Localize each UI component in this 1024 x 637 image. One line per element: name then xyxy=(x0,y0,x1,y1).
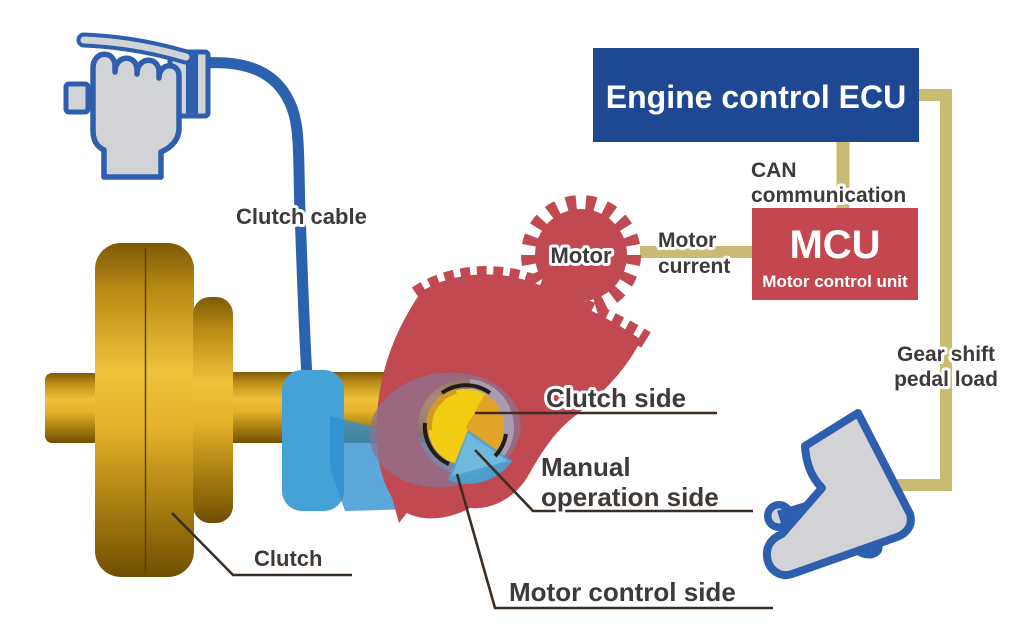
snap-ring-arc-right xyxy=(493,433,508,458)
clutch-side-label: Clutch side xyxy=(546,383,686,413)
clutch-cable-label: Clutch cable xyxy=(236,204,367,229)
boot xyxy=(762,409,915,579)
motor-current-label-2: current xyxy=(658,255,730,278)
hand-clutch-lever-icon xyxy=(63,32,211,180)
mcu-box: MCU Motor control unit xyxy=(752,208,918,300)
clutch-disc-large xyxy=(95,243,194,577)
gear-shift-pedal-icon xyxy=(762,409,915,579)
ecu-label: Engine control ECU xyxy=(606,79,906,115)
sector-gear-tail xyxy=(391,494,417,523)
mcu-title: MCU xyxy=(789,223,880,267)
hub-snap-ring xyxy=(422,383,508,466)
thumb-knob xyxy=(63,81,91,115)
leader-manual-side xyxy=(474,449,753,513)
mcu-rect xyxy=(752,208,918,300)
motor-gear xyxy=(521,195,641,315)
motor-label: Motor xyxy=(550,243,612,268)
manual-side-label-1: Manual xyxy=(541,452,631,482)
snap-ring-arc-top xyxy=(440,383,492,395)
handlebar-grip xyxy=(186,50,198,118)
clutch-label: Clutch xyxy=(254,546,322,571)
motor-current-label-1: Motor xyxy=(658,229,716,252)
ecu-box: Engine control ECU xyxy=(593,48,919,142)
gear-shift-load-label-1: Gear shift xyxy=(897,343,995,366)
clutch-cable-line xyxy=(197,57,313,382)
fist xyxy=(90,51,182,180)
clutch-lever-blade xyxy=(80,36,190,61)
clutch-disc-small xyxy=(193,297,233,523)
mcu-subtitle: Motor control unit xyxy=(762,272,908,291)
leader-motor-control-side xyxy=(455,473,773,610)
hub-gold-crescent xyxy=(425,388,457,431)
motor-gear-teeth xyxy=(521,195,641,315)
gear-shift-load-label-2: pedal load xyxy=(894,368,998,391)
ecu-rect xyxy=(593,48,919,142)
manual-side-label-2: operation side xyxy=(541,482,719,512)
leader-clutch xyxy=(171,512,352,577)
hub-amber-wedge xyxy=(466,394,505,458)
motor-control-side-label: Motor control side xyxy=(509,577,736,607)
can-label-1: CAN xyxy=(751,159,797,182)
manual-actuator-body xyxy=(282,370,344,511)
gear-shift-load-line xyxy=(897,89,952,491)
clutch-input-shaft xyxy=(45,373,100,443)
snap-ring-arc-left xyxy=(422,422,450,466)
can-label-2: communication xyxy=(751,184,906,207)
motor-gear-body xyxy=(535,209,627,301)
